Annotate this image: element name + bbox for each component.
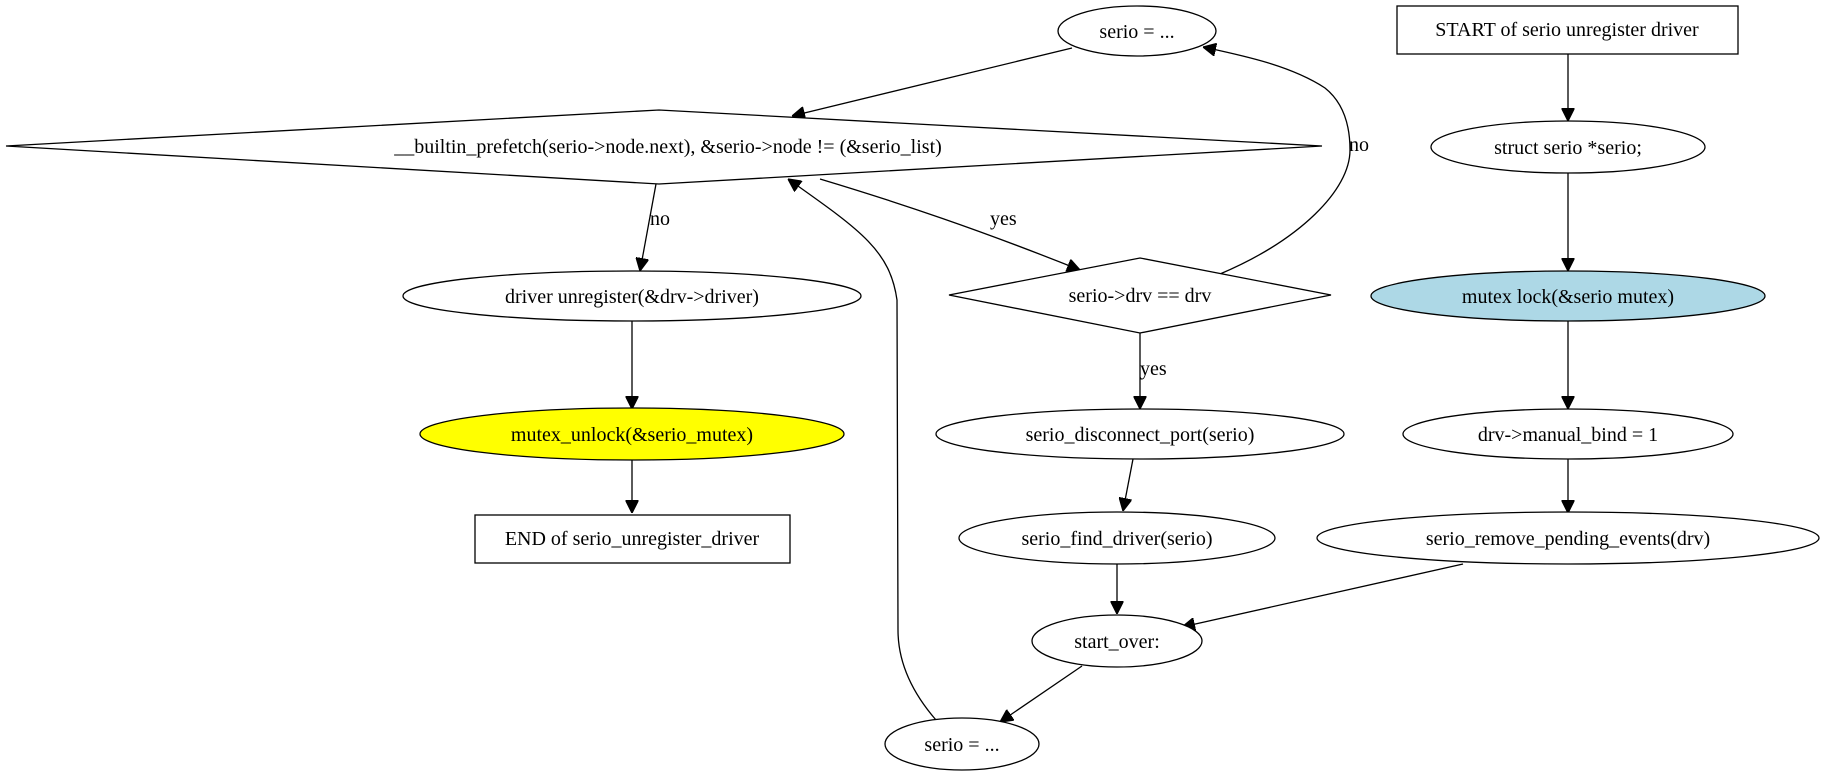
- node-loop-cond-label: __builtin_prefetch(serio->node.next), &s…: [393, 136, 942, 158]
- edge-disconnect-to-find-driver: [1123, 458, 1134, 511]
- node-start-over-label: start_over:: [1074, 631, 1160, 653]
- node-unlock: mutex_unlock(&serio_mutex): [419, 407, 845, 461]
- node-disconnect: serio_disconnect_port(serio): [935, 408, 1345, 460]
- edge-label-loop-no: no: [650, 208, 670, 230]
- edge-serio-assign-bottom-to-loop-cond: [788, 179, 937, 721]
- node-find-driver: serio_find_driver(serio): [958, 511, 1276, 565]
- node-start-over: start_over:: [1031, 614, 1203, 668]
- node-serio-assign-top: serio = ...: [1057, 5, 1217, 57]
- edge-label-drv-check-yes: yes: [1140, 358, 1167, 380]
- node-end-label: END of serio_unregister_driver: [505, 528, 760, 550]
- node-manual-bind-label: drv->manual_bind = 1: [1478, 424, 1658, 446]
- edge-label-drv-check-no: no: [1349, 134, 1369, 156]
- node-manual-bind: drv->manual_bind = 1: [1402, 408, 1734, 460]
- edge-serio-assign-top-to-loop-cond: [792, 47, 1073, 116]
- edge-start-over-to-serio-assign-bottom: [1000, 665, 1083, 722]
- node-serio-assign-bottom-label: serio = ...: [924, 734, 999, 756]
- node-serio-assign-bottom: serio = ...: [884, 717, 1040, 771]
- edge-label-loop-yes: yes: [990, 208, 1017, 230]
- node-drv-check-label: serio->drv == drv: [1069, 285, 1212, 307]
- node-decl-label: struct serio *serio;: [1494, 137, 1642, 159]
- node-drv-check: serio->drv == drv: [948, 257, 1332, 334]
- edge-loop-cond-to-unregister: [640, 183, 657, 271]
- node-start: START of serio unregister driver: [1396, 5, 1739, 55]
- node-lock-shape: [1370, 270, 1766, 322]
- node-remove-pending-label: serio_remove_pending_events(drv): [1426, 528, 1710, 550]
- node-unlock-label: mutex_unlock(&serio_mutex): [511, 424, 753, 446]
- nodes: START of serio unregister driver struct …: [5, 5, 1820, 771]
- node-serio-assign-top-label: serio = ...: [1099, 21, 1174, 43]
- node-unregister-label: driver unregister(&drv->driver): [505, 286, 759, 308]
- node-disconnect-label: serio_disconnect_port(serio): [1026, 424, 1255, 446]
- edge-remove-pending-to-start-over: [1182, 563, 1464, 627]
- edge-drv-check-to-serio-assign-top: [1203, 47, 1351, 275]
- node-lock: mutex lock(&serio mutex): [1370, 270, 1766, 322]
- node-decl: struct serio *serio;: [1430, 120, 1706, 174]
- node-start-label: START of serio unregister driver: [1435, 19, 1699, 41]
- node-loop-cond: __builtin_prefetch(serio->node.next), &s…: [5, 109, 1323, 185]
- node-find-driver-label: serio_find_driver(serio): [1021, 528, 1212, 550]
- edge-loop-cond-to-drv-check: [819, 178, 1080, 270]
- node-unlock-shape: [419, 407, 845, 461]
- node-unregister: driver unregister(&drv->driver): [402, 270, 862, 322]
- node-remove-pending: serio_remove_pending_events(drv): [1316, 511, 1820, 565]
- node-end: END of serio_unregister_driver: [474, 514, 791, 564]
- edges: no yes yes no: [632, 47, 1568, 722]
- node-lock-label: mutex lock(&serio mutex): [1462, 286, 1674, 308]
